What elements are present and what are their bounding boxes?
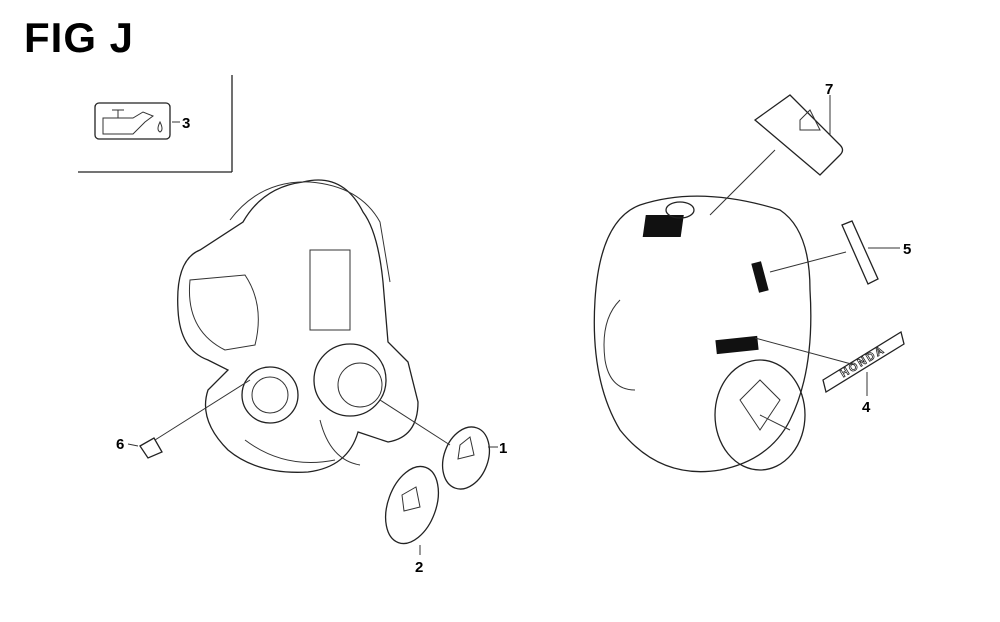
callout-1[interactable]: 1 [499, 440, 507, 457]
left-engine-assembly [177, 179, 419, 473]
decal-1-round-emblem[interactable] [434, 420, 497, 495]
decal-2-round-emblem[interactable] [376, 459, 448, 551]
decal-4-honda-logo[interactable]: HONDA [822, 330, 905, 394]
inset-frame [78, 75, 233, 173]
callout-6[interactable]: 6 [116, 436, 124, 453]
callout-3[interactable]: 3 [182, 115, 190, 132]
callout-7[interactable]: 7 [825, 81, 833, 98]
callout-2[interactable]: 2 [415, 559, 423, 576]
decal-6-shape[interactable] [139, 437, 163, 459]
figure-title: FIG J [24, 14, 135, 61]
callout-4[interactable]: 4 [862, 399, 871, 416]
right-engine-assembly [593, 195, 812, 473]
decal-4-text: HONDA [838, 344, 887, 381]
callout-5[interactable]: 5 [903, 241, 911, 258]
oil-can-decal-icon[interactable] [94, 102, 171, 140]
decal-7-4stroke-emblem[interactable] [753, 94, 844, 176]
decal-5-strip[interactable] [841, 220, 879, 285]
